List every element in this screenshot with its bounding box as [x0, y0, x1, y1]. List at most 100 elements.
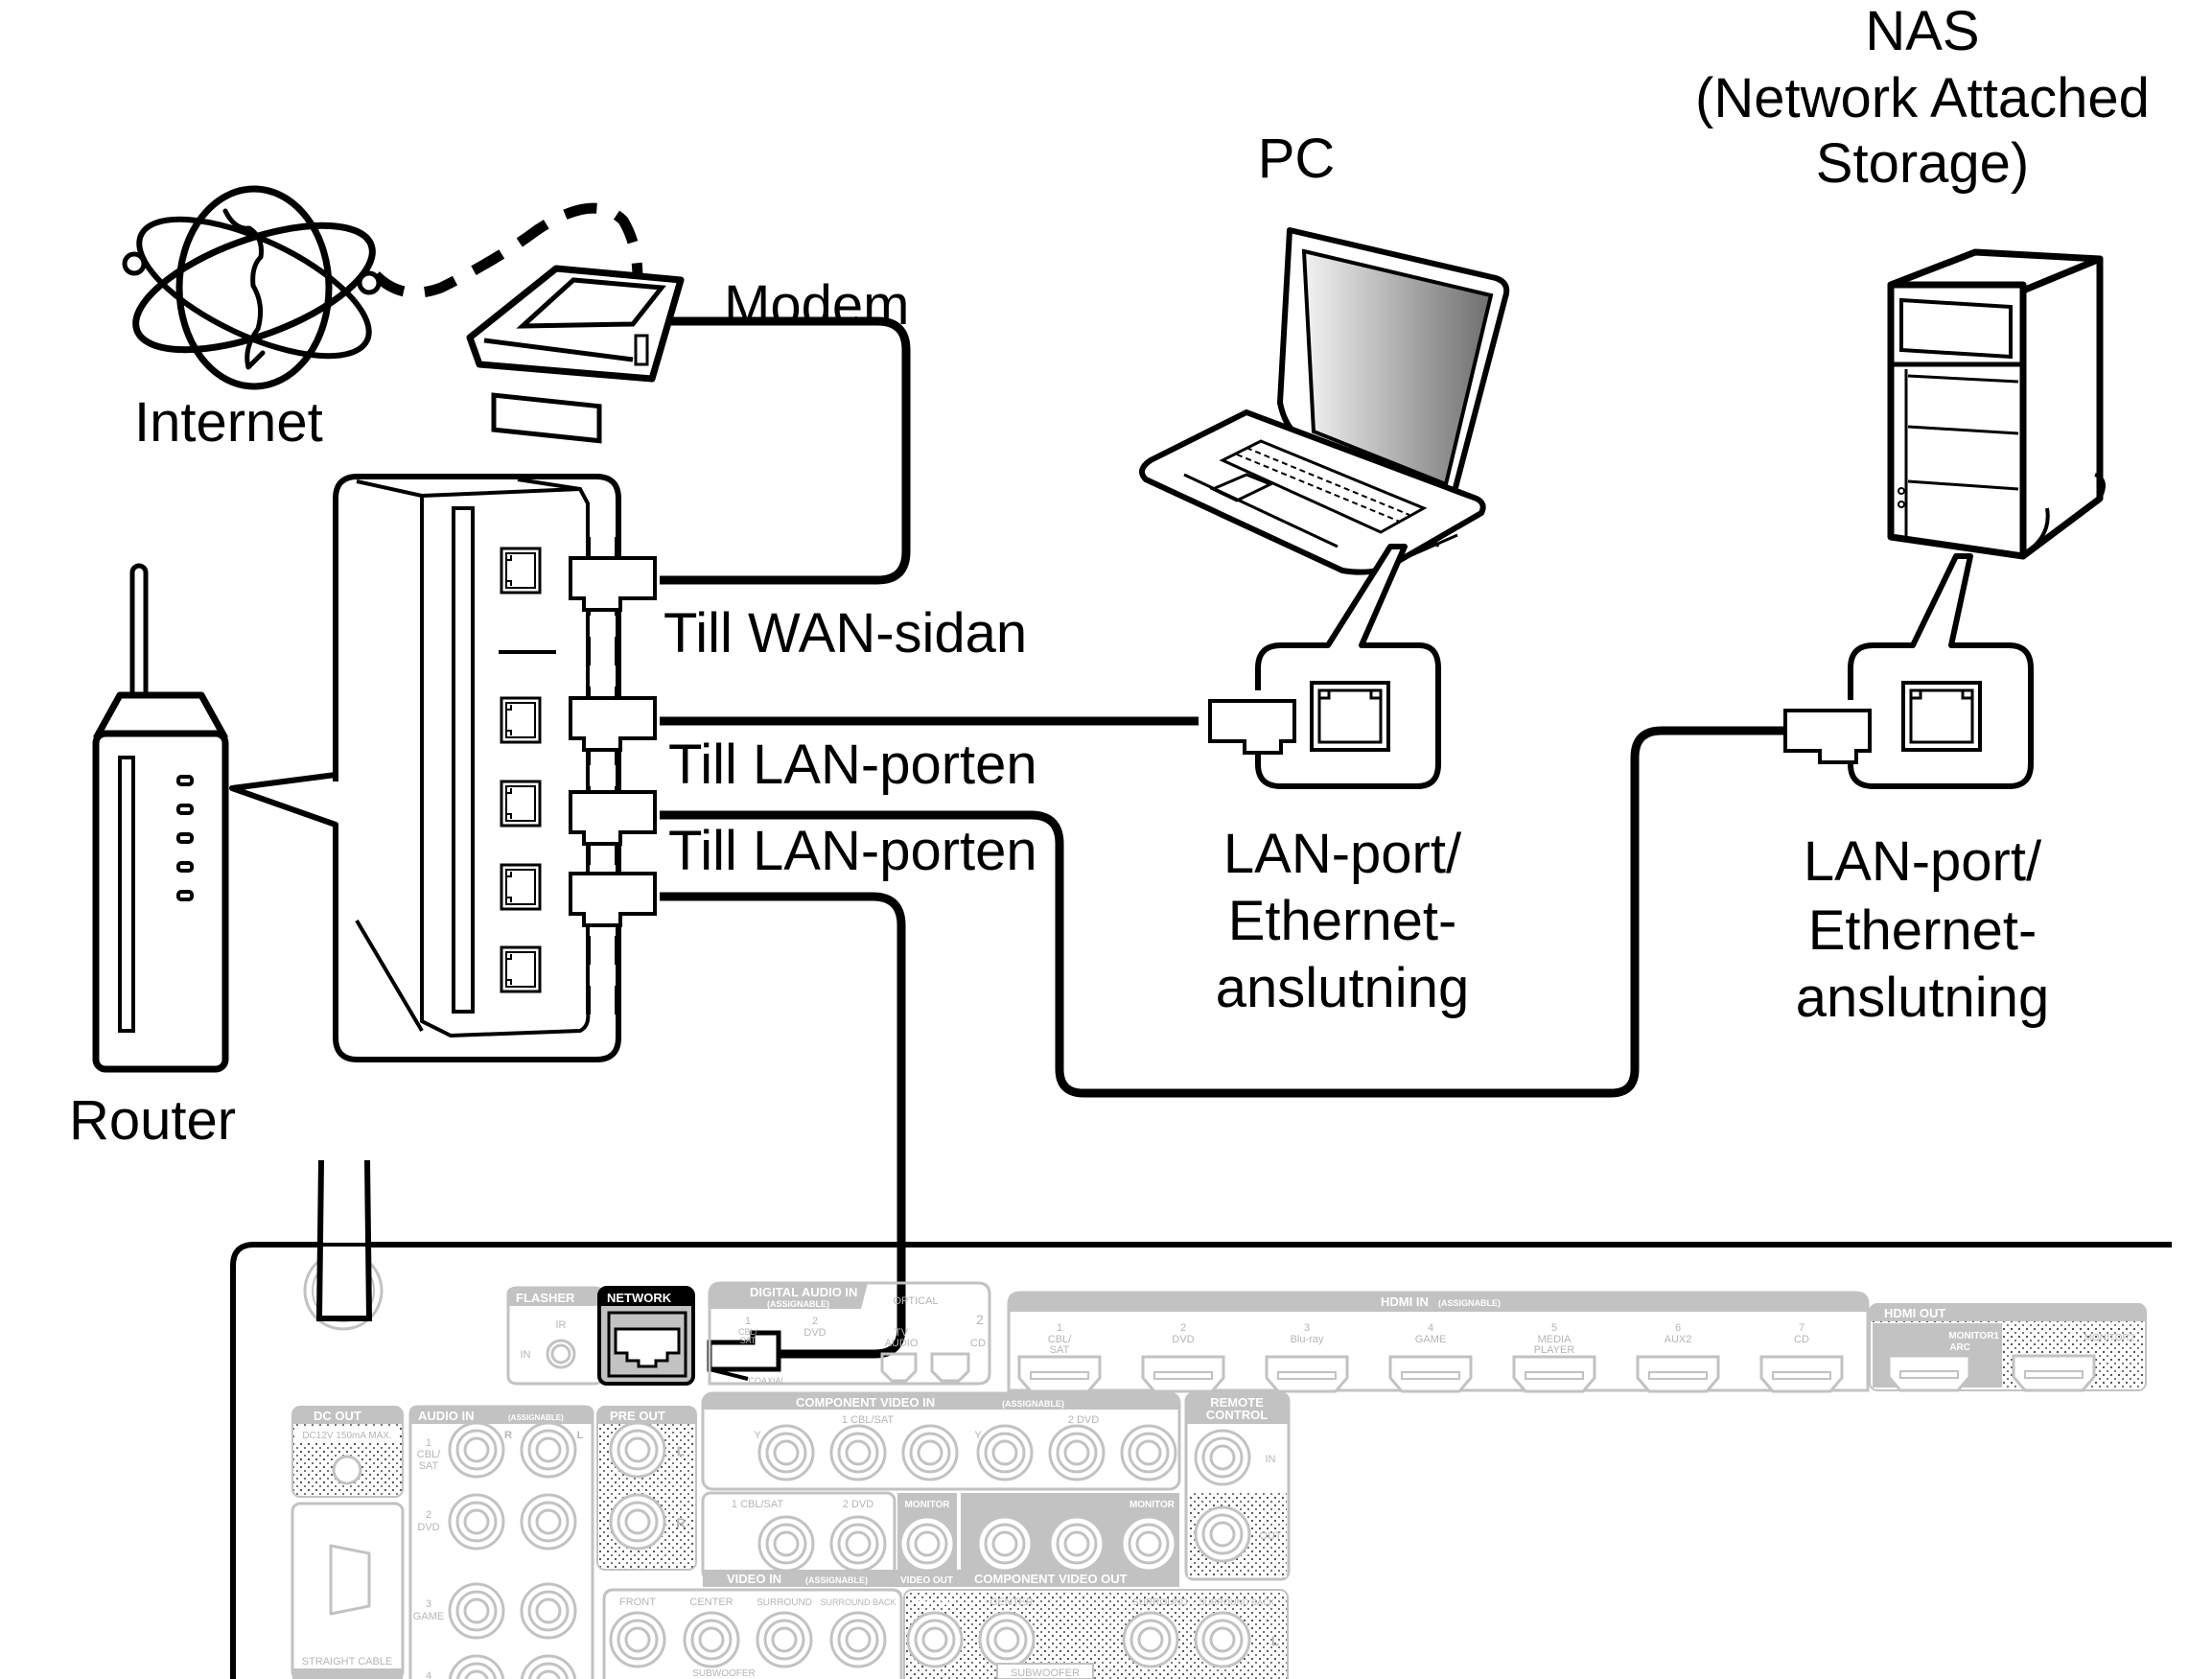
panel-label: 1: [426, 1437, 431, 1449]
hdmi-in-name-line2: SAT: [1050, 1344, 1070, 1356]
rca-jack-icon: [976, 1424, 1034, 1481]
lan-port-label-2: Till LAN-porten: [668, 820, 1037, 882]
panel-label: CBL/: [738, 1327, 758, 1337]
nas-lan-port[interactable]: [1901, 681, 1982, 752]
panel-label: L: [577, 1430, 584, 1441]
hdmi-in-port-7[interactable]: 7CD: [1759, 1322, 1844, 1393]
panel-label: DVD: [803, 1327, 826, 1339]
rca-jack-icon: [757, 1515, 815, 1573]
panel-label: IN: [1266, 1454, 1276, 1465]
hdmi-in-number: 7: [1799, 1322, 1805, 1334]
panel-label: HDMI IN: [1381, 1294, 1429, 1309]
panel-label: COMPONENT VIDEO OUT: [974, 1572, 1128, 1586]
panel-label: FLASHER: [516, 1291, 575, 1305]
panel-label: VIDEO OUT: [900, 1575, 953, 1586]
panel-label: 1 CBL/SAT: [732, 1499, 783, 1510]
panel-label: NETWORK: [607, 1291, 672, 1305]
hdmi-connector-icon: [1636, 1355, 1720, 1393]
panel-label: MONITOR2: [2084, 1333, 2135, 1343]
panel-label: CONTROL: [1206, 1408, 1268, 1422]
hdmi-in-name: AUX2: [1665, 1334, 1692, 1345]
panel-label: Y: [974, 1430, 982, 1441]
panel-label: DC OUT: [314, 1409, 361, 1423]
rca-jack-icon: [829, 1611, 887, 1668]
router-lan-port-1[interactable]: [500, 696, 542, 744]
panel-label: CD: [970, 1338, 986, 1349]
panel-label: DVD: [417, 1522, 439, 1533]
ethernet-plug-icon: [569, 696, 657, 752]
panel-label: DC12V 150mA MAX.: [302, 1431, 391, 1441]
nas-port-label-line2: Ethernet-: [1808, 899, 2037, 962]
panel-label: SAT: [419, 1460, 439, 1472]
panel-label: OPTICAL: [893, 1295, 938, 1307]
panel-label: GAME: [413, 1611, 444, 1622]
hdmi-out-monitor2-port[interactable]: [2012, 1354, 2096, 1392]
router-lan-port-3[interactable]: [500, 863, 542, 911]
rca-jack-icon: [1194, 1429, 1251, 1486]
nas-port-label-line1: LAN-port/: [1804, 830, 2042, 893]
receiver-rear-panel: FLASHER IR IN NETWORK DIGITAL AUDIO IN (…: [230, 1159, 2172, 1679]
panel-label: CENTER: [689, 1597, 733, 1608]
router-nas-cable[interactable]: [660, 726, 1783, 1098]
rca-jack-icon: [756, 1611, 813, 1668]
panel-label: 1: [745, 1316, 751, 1327]
panel-label: 4: [426, 1670, 431, 1679]
nas-title-line3: Storage): [1816, 132, 2029, 195]
hdmi-in-name: CBL/: [1048, 1334, 1072, 1345]
modem-label: Modem: [724, 274, 909, 337]
panel-label: ARC: [1949, 1342, 1970, 1353]
panel-label: L: [1271, 1633, 1280, 1648]
pc-lan-port[interactable]: [1310, 681, 1390, 752]
router-lan-port-4[interactable]: [500, 945, 542, 993]
rca-jack-icon: [829, 1515, 887, 1573]
nas-tower-icon: [1887, 248, 2106, 560]
rca-jack-icon: [609, 1611, 666, 1668]
rca-jack-icon: [1120, 1424, 1177, 1481]
panel-label: (ASSIGNABLE): [1438, 1298, 1501, 1308]
lan-port-label-1: Till LAN-porten: [668, 734, 1037, 796]
rca-jack-icon: [520, 1493, 577, 1551]
panel-label: REMOTE: [1210, 1395, 1264, 1410]
panel-label: 2: [976, 1312, 984, 1327]
digital-audio-in-section: DIGITAL AUDIO IN (ASSIGNABLE) 1 CBL/ SAT…: [708, 1281, 991, 1386]
panel-label: SURROUND: [1132, 1597, 1188, 1608]
panel-label: HDMI OUT: [1884, 1306, 1945, 1320]
panel-label: MONITOR1: [1948, 1331, 1999, 1341]
panel-label: (ASSIGNABLE): [767, 1299, 829, 1309]
hdmi-in-number: 3: [1304, 1322, 1310, 1334]
speaker-section: FRONT CENTER SURROUND SURROUND BACK L SU…: [903, 1589, 1289, 1679]
modem-router-cable[interactable]: [657, 316, 911, 585]
network-port-section[interactable]: NETWORK: [597, 1286, 695, 1386]
router-label: Router: [69, 1089, 236, 1152]
panel-label: SUBWOOFER: [1011, 1667, 1080, 1679]
router-wan-port[interactable]: [500, 547, 542, 595]
panel-label: 1 CBL/SAT: [842, 1414, 894, 1426]
hdmi-in-number: 5: [1551, 1322, 1557, 1334]
panel-label: COMPONENT VIDEO IN: [796, 1395, 935, 1410]
laptop-icon: [1139, 227, 1510, 575]
panel-label: FRONT: [917, 1597, 953, 1608]
panel-label: TV: [895, 1327, 909, 1339]
panel-label: SURROUND BACK: [1199, 1597, 1274, 1607]
hdmi-out-monitor1-port[interactable]: [1887, 1354, 1971, 1392]
panel-label: CBL/: [417, 1449, 441, 1460]
nas-title-line2: (Network Attached: [1695, 67, 2150, 129]
panel-label: AUDIO IN: [418, 1409, 475, 1423]
panel-label: MONITOR: [1129, 1500, 1176, 1510]
component-video-in-section: COMPONENT VIDEO IN (ASSIGNABLE) 1 CBL/SA…: [701, 1391, 1181, 1491]
pc-lan-plug: [1208, 699, 1296, 755]
panel-label: Y: [754, 1430, 761, 1441]
ethernet-plug-icon: [569, 790, 657, 846]
router-lan-port-2[interactable]: [500, 780, 542, 828]
panel-label: R: [504, 1430, 512, 1441]
router-port-callout: [229, 474, 657, 1062]
panel-label: 2: [426, 1509, 431, 1521]
pc-port-label-line1: LAN-port/: [1223, 823, 1462, 885]
